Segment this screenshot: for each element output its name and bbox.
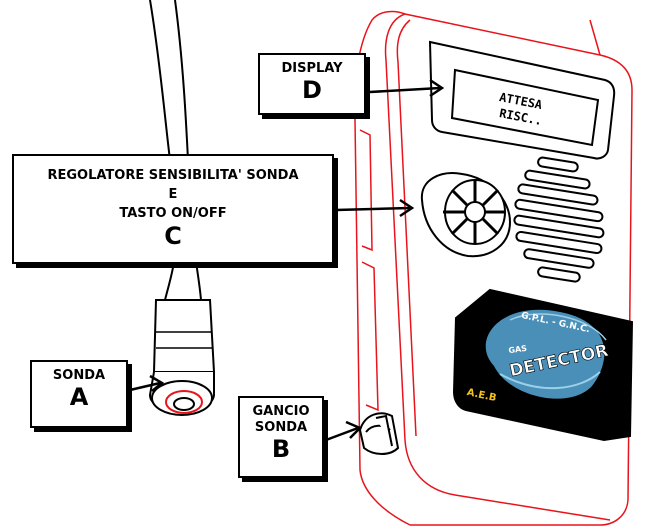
probe-callout: SONDA A <box>30 360 128 428</box>
hook-callout: GANCIO SONDA B <box>238 396 324 478</box>
hook-callout-line2: SONDA <box>240 420 322 436</box>
probe-tip <box>150 300 214 415</box>
probe-callout-label: SONDA <box>32 368 126 384</box>
sensitivity-knob <box>422 173 510 256</box>
display-callout-label: DISPLAY <box>260 61 364 77</box>
sensitivity-callout: REGOLATORE SENSIBILITA' SONDA E TASTO ON… <box>12 154 334 264</box>
arrow-c <box>336 208 410 210</box>
sensitivity-callout-line3: TASTO ON/OFF <box>14 204 332 223</box>
hook-callout-letter: B <box>240 436 322 462</box>
display-callout: DISPLAY D <box>258 53 366 115</box>
sensitivity-callout-line1: REGOLATORE SENSIBILITA' SONDA <box>14 166 332 185</box>
sensitivity-callout-letter: C <box>14 223 332 249</box>
probe-callout-letter: A <box>32 384 126 410</box>
display-callout-letter: D <box>260 77 364 103</box>
speaker-grille <box>514 157 604 282</box>
sensitivity-callout-line2: E <box>14 185 332 204</box>
hook-callout-line1: GANCIO <box>240 404 322 420</box>
probe-hook <box>360 413 398 454</box>
arrow-d <box>370 88 440 92</box>
